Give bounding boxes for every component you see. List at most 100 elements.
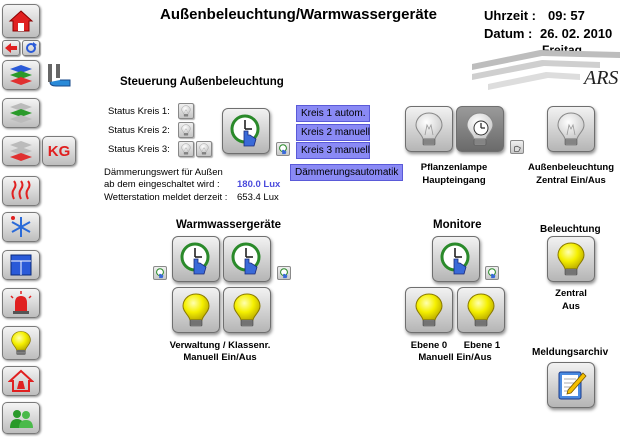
warmwater-label: Verwaltung / Klassenr.	[169, 340, 271, 351]
monitors-level-0-toggle[interactable]	[405, 287, 453, 333]
archive-button[interactable]	[547, 362, 595, 408]
clock-hand-icon	[228, 113, 264, 149]
circuit-2-mode[interactable]: Kreis 2 manuell	[296, 124, 370, 141]
monitors-section-title: Monitore	[433, 219, 482, 231]
users-button[interactable]	[2, 402, 40, 434]
alarm-light-icon	[10, 291, 32, 314]
warmwater-manual-toggle-left[interactable]	[153, 266, 167, 280]
users-icon	[10, 410, 33, 428]
kg-label: KG	[47, 142, 71, 160]
floor-layer-button[interactable]	[2, 98, 40, 128]
lighting-central-label: Zentral	[555, 288, 587, 299]
cooling-button[interactable]	[2, 212, 40, 242]
dusk-automation-mode[interactable]: Dämmerungsautomatik	[290, 164, 404, 181]
clock-hand-icon	[229, 241, 265, 277]
kg-button[interactable]: KG	[42, 136, 76, 166]
plant-lamp-location: Haupteingang	[422, 175, 486, 186]
home-button[interactable]	[2, 4, 40, 38]
warmwater-toggle-2[interactable]	[223, 287, 271, 333]
bulb-icon	[8, 329, 34, 357]
heating-button[interactable]	[2, 176, 40, 206]
hand-icon	[278, 267, 290, 279]
clock-hand-icon	[438, 241, 474, 277]
bulb-off-icon	[198, 143, 210, 155]
outdoor-central-label: Außenbeleuchtung	[527, 162, 615, 173]
floors-button[interactable]	[2, 60, 40, 90]
lighting-section-title: Beleuchtung	[540, 224, 601, 235]
floors-icon	[10, 65, 32, 85]
svg-text:ARS: ARS	[582, 67, 618, 89]
snowflake-icon	[11, 216, 31, 237]
basement-layer-button[interactable]	[2, 136, 40, 166]
status-circuit-2	[178, 122, 194, 138]
pipe-icon	[44, 60, 74, 88]
plant-lamp-button[interactable]	[405, 106, 453, 152]
bulb-off-icon	[411, 111, 447, 147]
outdoor-schedule-button[interactable]	[222, 108, 270, 154]
monitors-schedule-button[interactable]	[432, 236, 480, 282]
lighting-nav-button[interactable]	[2, 326, 40, 360]
circuit-3-mode[interactable]: Kreis 3 manuell	[296, 142, 370, 159]
warmwater-toggle-1[interactable]	[172, 287, 220, 333]
outdoor-manual-toggle[interactable]	[276, 142, 290, 156]
bulb-off-icon	[180, 105, 192, 117]
time-value: 09: 57	[548, 8, 585, 23]
bulb-clock-icon	[462, 111, 498, 147]
hand-icon	[514, 145, 521, 152]
dusk-threshold-label: Dämmerungswert für Außen	[104, 167, 223, 178]
home-icon	[8, 10, 34, 32]
refresh-icon	[26, 42, 37, 53]
window-icon	[10, 254, 32, 276]
bulb-on-icon	[229, 292, 265, 328]
warmwater-manual-toggle-right[interactable]	[277, 266, 291, 280]
outdoor-section-title: Steuerung Außenbeleuchtung	[120, 76, 284, 88]
plant-lamp-label: Pflanzenlampe	[420, 162, 488, 173]
monitors-level-1-toggle[interactable]	[457, 287, 505, 333]
bulb-off-icon	[553, 111, 589, 147]
lighting-central-button[interactable]	[547, 236, 595, 282]
status-label-3: Status Kreis 3:	[108, 144, 170, 155]
bulb-on-icon	[411, 292, 447, 328]
warmwater-sub: Manuell Ein/Aus	[183, 352, 257, 363]
clock-hand-icon	[178, 241, 214, 277]
outdoor-central-sub: Zentral Ein/Aus	[536, 175, 606, 186]
page-title: Außenbeleuchtung/Warmwassergeräte	[160, 6, 438, 23]
status-label-1: Status Kreis 1:	[108, 106, 170, 117]
monitors-sub: Manuell Ein/Aus	[418, 352, 492, 363]
bulb-on-icon	[463, 292, 499, 328]
building-alarm-button[interactable]	[2, 366, 40, 396]
back-button[interactable]	[2, 40, 20, 56]
house-alarm-icon	[8, 369, 34, 392]
hand-icon	[154, 267, 166, 279]
lighting-central-state: Aus	[562, 301, 580, 312]
warmwater-schedule-button-1[interactable]	[172, 236, 220, 282]
circuit-1-mode[interactable]: Kreis 1 autom.	[296, 105, 370, 122]
monitors-manual-toggle[interactable]	[485, 266, 499, 280]
bulb-off-icon	[180, 143, 192, 155]
warmwater-schedule-button-2[interactable]	[223, 236, 271, 282]
back-arrow-icon	[5, 43, 17, 53]
weather-station-label: Wetterstation meldet derzeit :	[104, 192, 228, 203]
blinds-button[interactable]	[2, 250, 40, 280]
status-circuit-3a	[178, 141, 194, 157]
dusk-threshold-value: 180.0 Lux	[237, 179, 281, 190]
date-value: 26. 02. 2010	[540, 26, 613, 41]
status-circuit-3b	[196, 141, 212, 157]
hand-icon	[277, 143, 289, 155]
status-label-2: Status Kreis 2:	[108, 125, 170, 136]
plant-lamp-schedule-button[interactable]	[456, 106, 504, 152]
heating-icon	[11, 180, 31, 200]
time-label: Uhrzeit :	[484, 8, 536, 23]
alarm-button[interactable]	[2, 288, 40, 318]
weather-station-value: 653.4 Lux	[237, 192, 279, 203]
outdoor-central-button[interactable]	[547, 106, 595, 152]
warmwater-section-title: Warmwassergeräte	[176, 219, 282, 231]
monitors-level-1-label: Ebene 1	[463, 340, 501, 351]
archive-section-title: Meldungsarchiv	[532, 347, 609, 358]
bulb-on-icon	[553, 241, 589, 277]
refresh-button[interactable]	[22, 40, 40, 56]
basement-layer-icon	[10, 141, 32, 161]
dusk-threshold-label-2: ab dem eingeschaltet wird :	[104, 179, 220, 190]
plant-lamp-manual-toggle[interactable]	[510, 140, 524, 154]
status-circuit-1	[178, 103, 194, 119]
